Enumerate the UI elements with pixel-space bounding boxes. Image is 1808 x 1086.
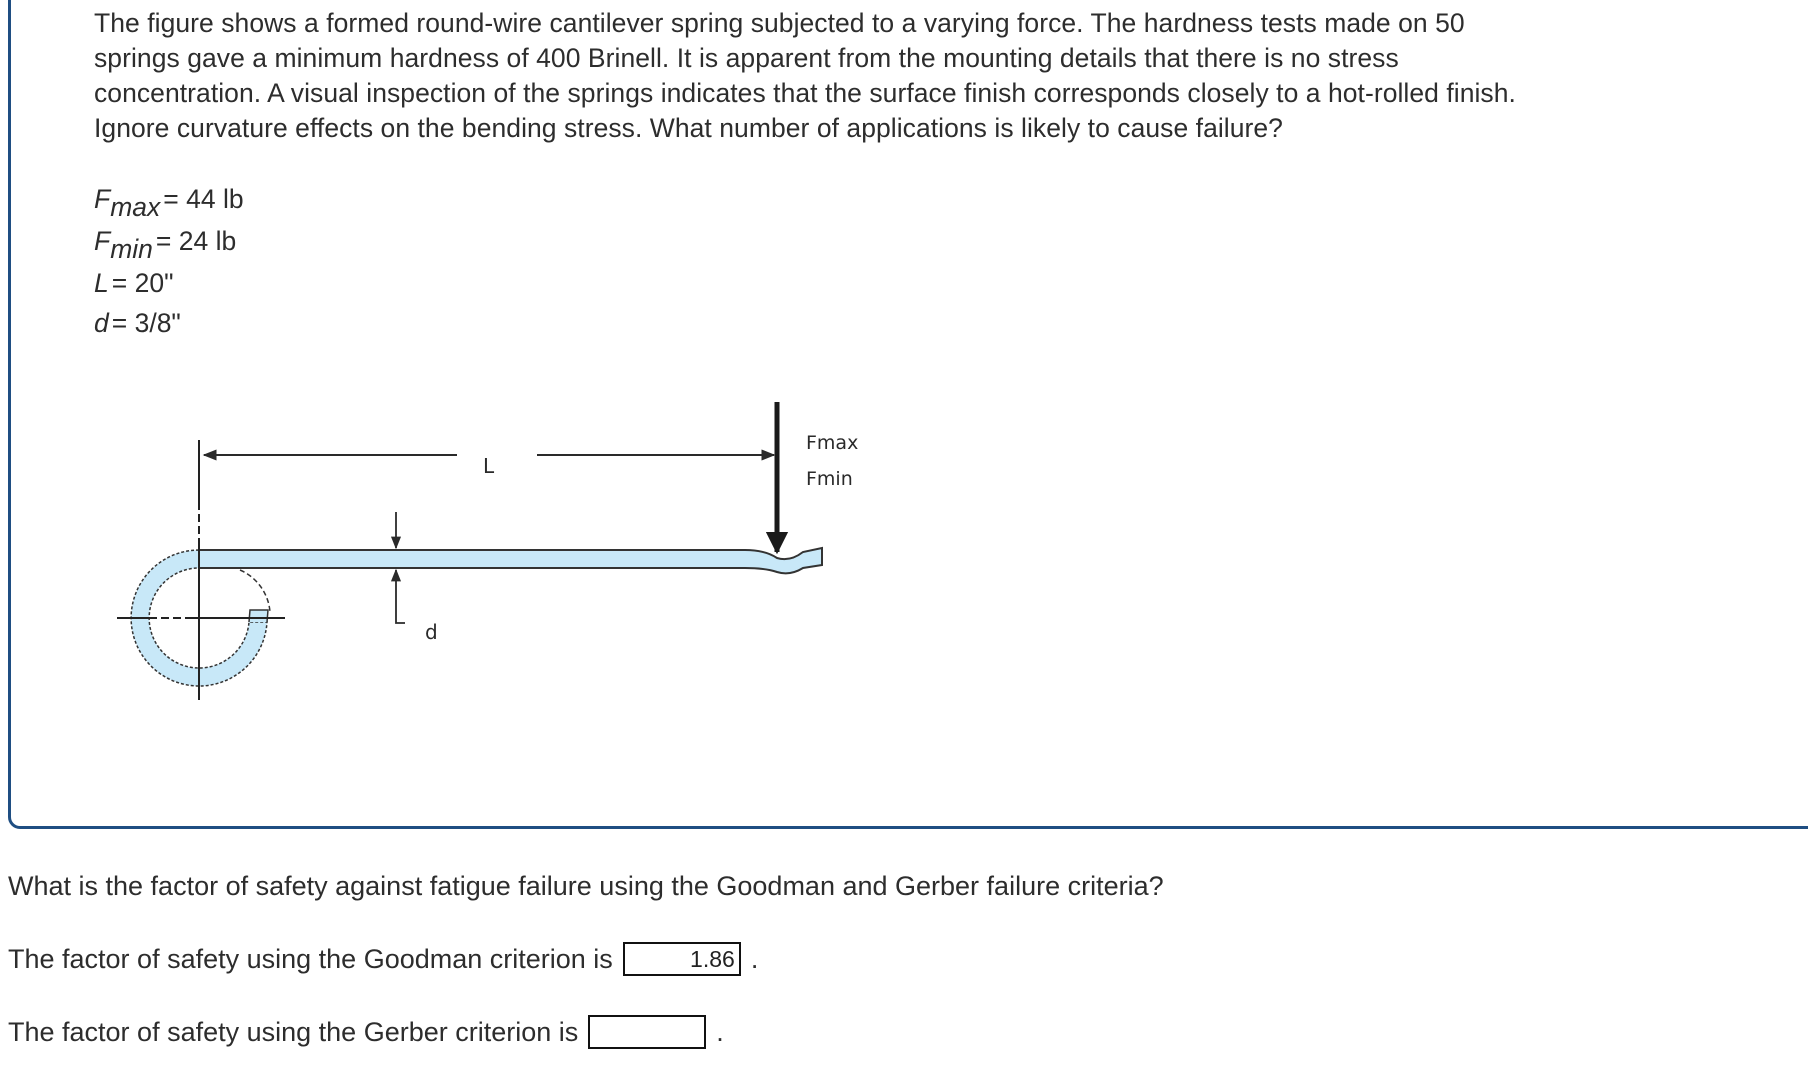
variable-diameter: d= 3/8" — [94, 308, 181, 338]
diameter-label: d — [425, 620, 438, 644]
problem-card — [8, 0, 1808, 829]
problem-line: concentration. A visual inspection of th… — [94, 78, 1516, 108]
problem-line: springs gave a minimum hardness of 400 B… — [94, 43, 1399, 73]
problem-line: The figure shows a formed round-wire can… — [94, 8, 1465, 38]
given-variables: Fmax= 44 lb Fmin= 24 lb L= 20" d= 3/8" — [94, 178, 244, 342]
goodman-answer-row: The factor of safety using the Goodman c… — [8, 942, 758, 976]
gerber-label: The factor of safety using the Gerber cr… — [8, 1016, 579, 1047]
gerber-answer-row: The factor of safety using the Gerber cr… — [8, 1015, 724, 1049]
cantilever-spring-figure — [117, 402, 823, 700]
variable-length: L= 20" — [94, 268, 174, 298]
goodman-period: . — [750, 943, 759, 974]
gerber-input[interactable] — [588, 1015, 707, 1049]
length-label: L — [483, 454, 495, 478]
goodman-label: The factor of safety using the Goodman c… — [8, 943, 613, 974]
fmin-label: Fmin — [806, 468, 853, 490]
variable-fmin: Fmin= 24 lb — [94, 226, 237, 264]
gerber-period: . — [716, 1016, 724, 1047]
spring-wire — [198, 546, 823, 575]
problem-statement: The figure shows a formed round-wire can… — [94, 6, 1516, 146]
fmax-label: Fmax — [806, 432, 859, 454]
variable-fmax: Fmax= 44 lb — [94, 184, 244, 222]
fatigue-question: What is the factor of safety against fat… — [8, 871, 1164, 901]
spring-diagram: L Fmax Fmin d — [100, 380, 900, 720]
problem-line: Ignore curvature effects on the bending … — [94, 113, 1283, 143]
goodman-input[interactable]: 1.86 — [622, 942, 741, 976]
